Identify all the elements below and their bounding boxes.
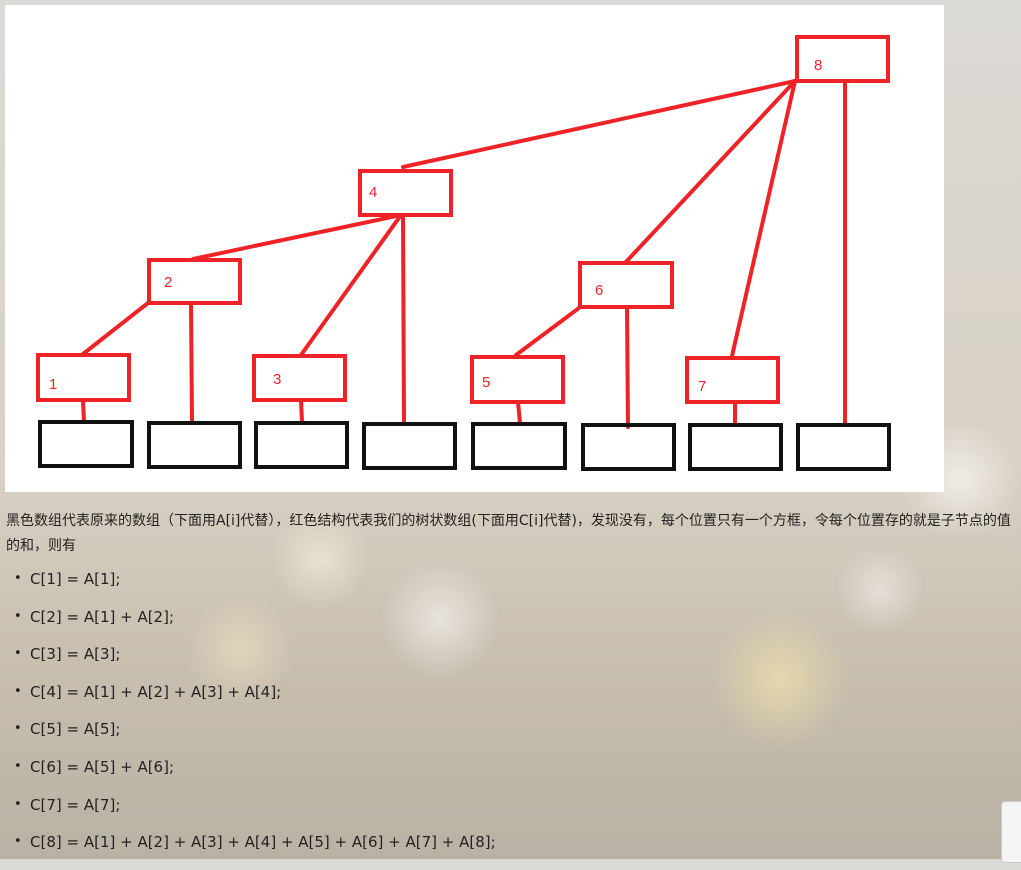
article-body: 黑色数组代表原来的数组（下面用A[i]代替），红色结构代表我们的树状数组(下面用…	[6, 509, 1018, 870]
formula-item: C[1] = A[1];	[14, 569, 1018, 607]
array-box-5	[471, 422, 567, 470]
formula-item: C[3] = A[3];	[14, 644, 1018, 682]
edge-6-a6	[625, 306, 630, 429]
edge-1-a1	[81, 399, 86, 423]
tree-diagram: 8 4 2 6 1 3 5 7	[36, 35, 891, 471]
array-box-8	[796, 423, 891, 471]
edge-4-a4	[401, 213, 406, 425]
edge-2-a2	[189, 301, 194, 423]
formula-item: C[4] = A[1] + A[2] + A[3] + A[4];	[14, 682, 1018, 720]
node-label-3: 3	[273, 371, 281, 388]
node-label-7: 7	[698, 378, 706, 395]
array-box-4	[362, 422, 457, 470]
array-box-7	[688, 423, 783, 471]
formula-item: C[6] = A[5] + A[6];	[14, 757, 1018, 795]
array-box-3	[254, 421, 349, 469]
side-floating-button[interactable]	[1001, 801, 1021, 863]
node-box-8	[795, 35, 890, 83]
node-box-4	[358, 169, 453, 217]
edge-5-a5	[516, 400, 522, 425]
tree-edges	[81, 79, 847, 429]
node-label-1: 1	[49, 376, 57, 393]
edge-4-3	[299, 213, 403, 357]
original-array	[38, 420, 891, 471]
node-label-6: 6	[595, 282, 603, 299]
tree-diagram-figure: 8 4 2 6 1 3 5 7	[5, 5, 944, 492]
node-box-2	[147, 258, 242, 305]
node-labels: 8 4 2 6 1 3 5 7	[49, 57, 822, 395]
node-box-3	[252, 354, 347, 402]
formula-list: C[1] = A[1]; C[2] = A[1] + A[2]; C[3] = …	[6, 569, 1018, 870]
array-box-6	[581, 423, 676, 471]
tree-nodes	[36, 35, 890, 404]
array-box-1	[38, 420, 134, 468]
node-label-8: 8	[814, 57, 822, 74]
edge-3-a3	[299, 398, 304, 424]
edge-8-6	[623, 79, 797, 265]
edge-8-4	[401, 79, 797, 169]
edge-4-2	[191, 213, 403, 261]
array-box-2	[147, 421, 242, 469]
edge-6-5	[514, 306, 581, 357]
formula-item: C[8] = A[1] + A[2] + A[3] + A[4] + A[5] …	[14, 832, 1018, 870]
node-box-6	[578, 261, 674, 309]
node-box-1	[36, 353, 131, 402]
intro-paragraph: 黑色数组代表原来的数组（下面用A[i]代替），红色结构代表我们的树状数组(下面用…	[6, 513, 1011, 554]
node-label-5: 5	[482, 374, 490, 391]
edge-2-1	[81, 301, 150, 356]
edge-8-7	[730, 79, 797, 358]
formula-item: C[5] = A[5];	[14, 719, 1018, 757]
node-box-5	[470, 355, 565, 404]
node-label-4: 4	[369, 184, 377, 201]
formula-item: C[7] = A[7];	[14, 795, 1018, 833]
formula-item: C[2] = A[1] + A[2];	[14, 607, 1018, 645]
node-label-2: 2	[164, 274, 172, 291]
node-box-7	[685, 356, 780, 404]
